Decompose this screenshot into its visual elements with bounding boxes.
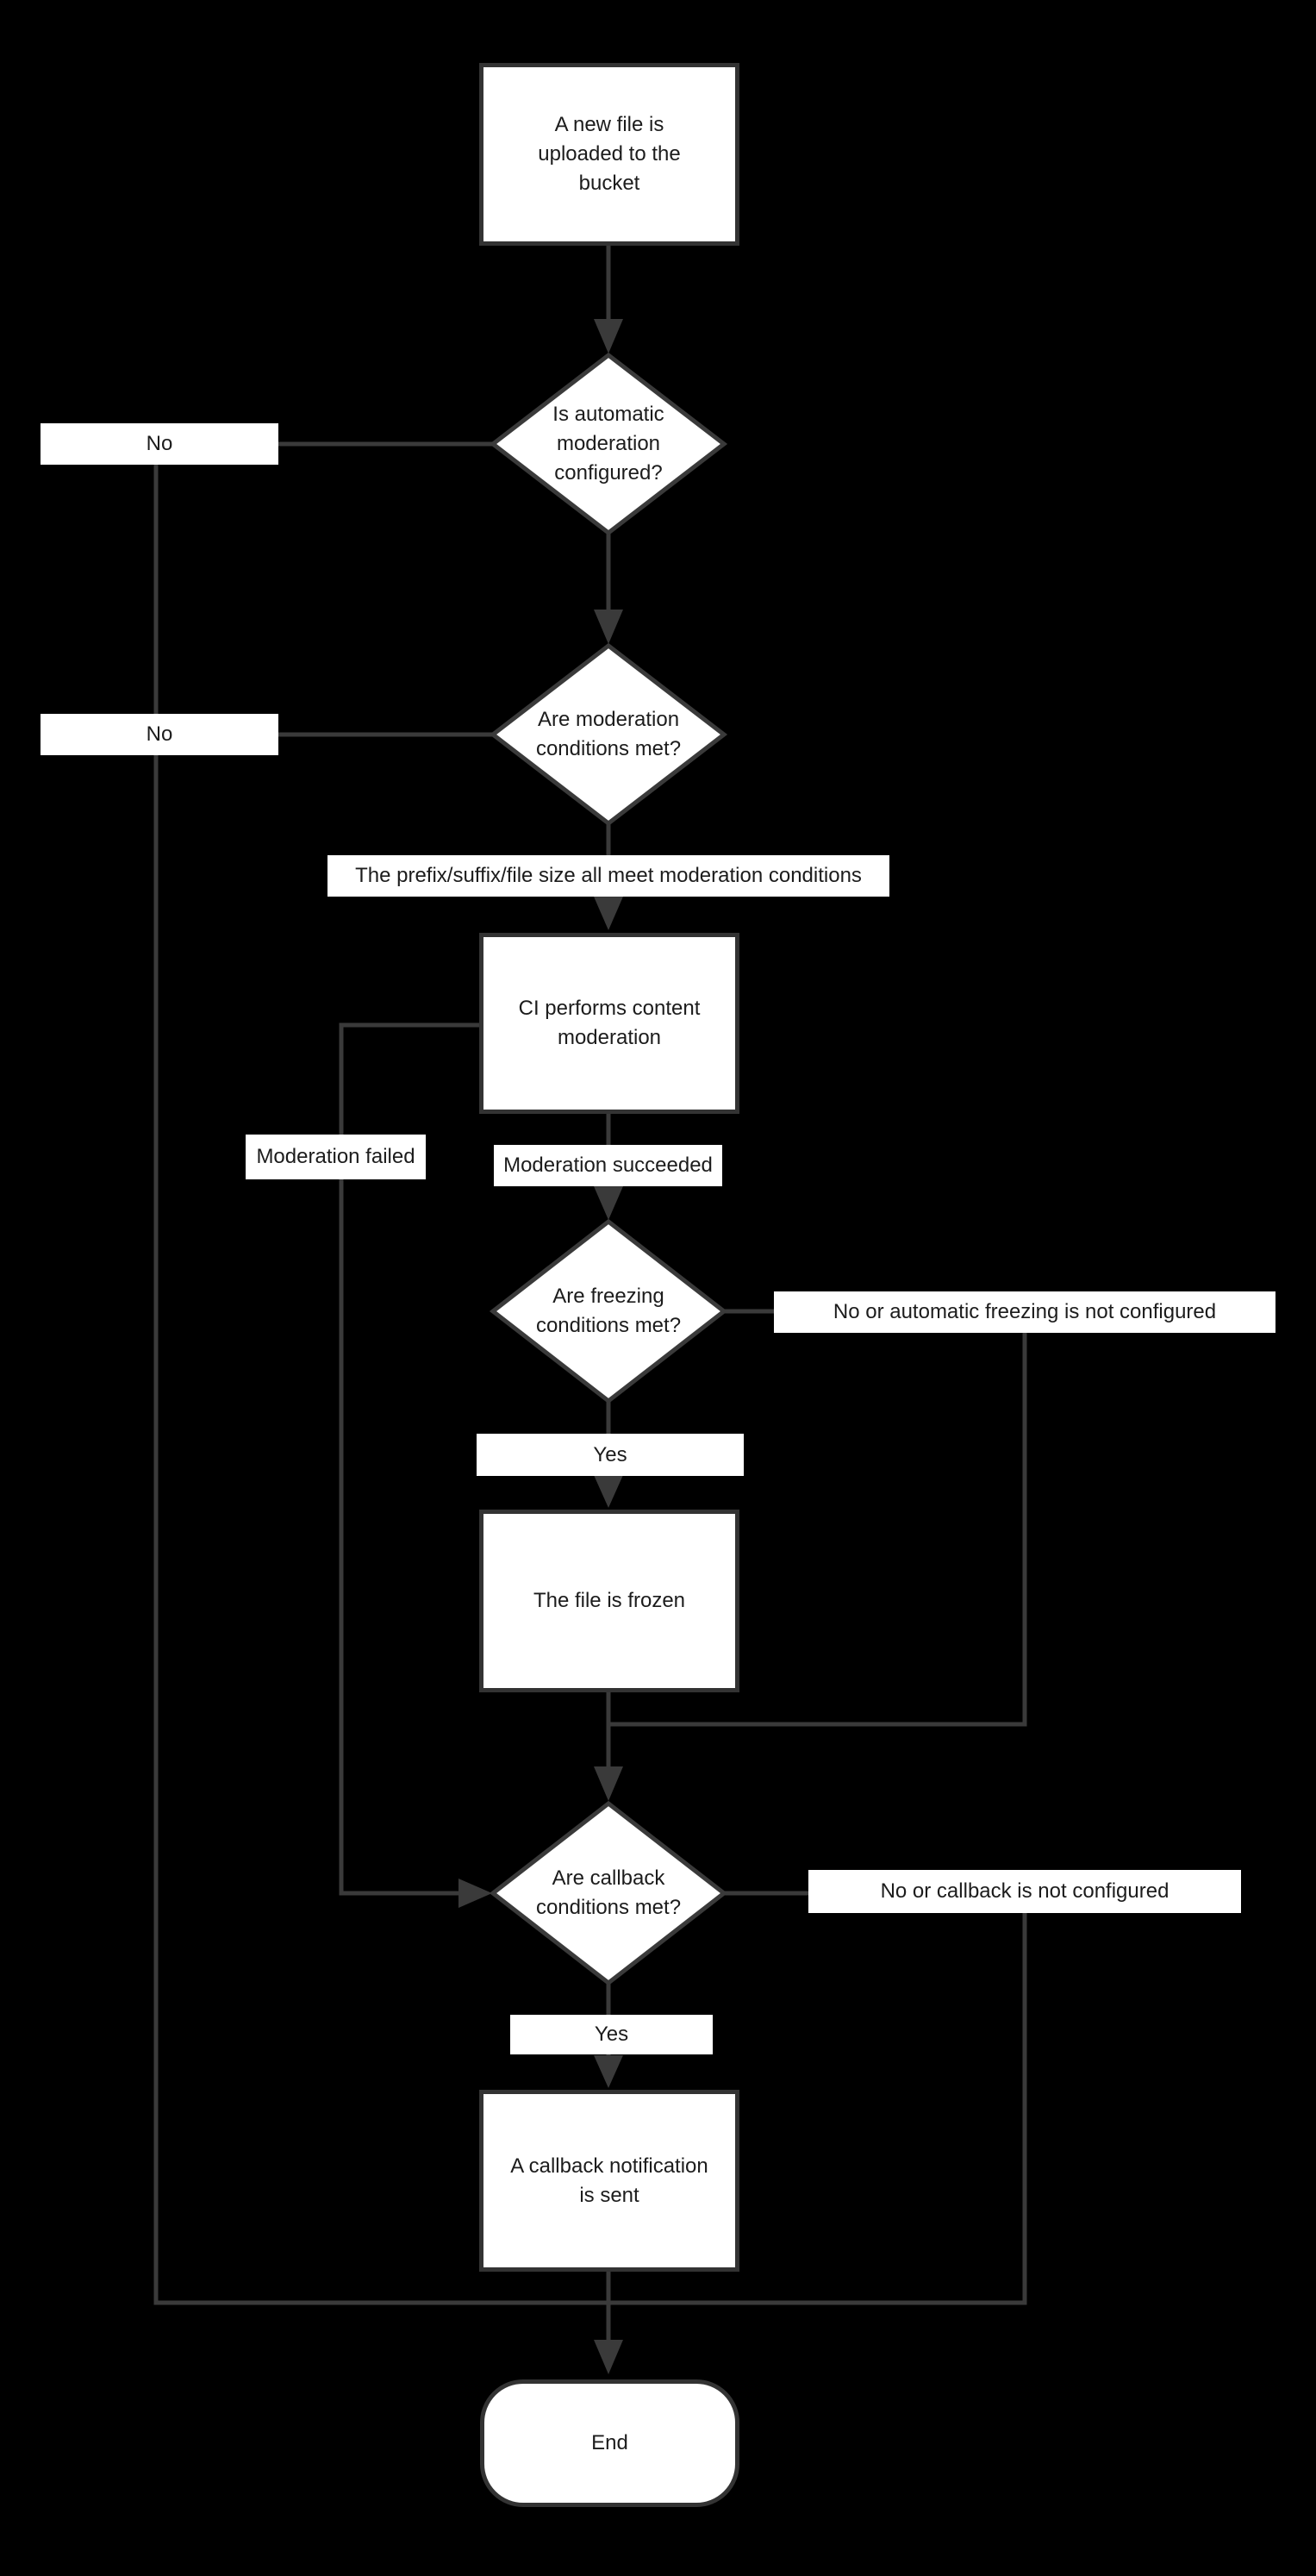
node-file-frozen: The file is frozen	[479, 1510, 739, 1692]
edge-label-moderation-failed: Moderation failed	[246, 1135, 426, 1179]
node-callback-sent-label: A callback notification is sent	[510, 2154, 708, 2207]
node-end: End	[480, 2379, 739, 2507]
edge-label-no-moderation-conditions: No	[41, 714, 278, 755]
edge-label-callback-yes: Yes	[510, 2015, 713, 2054]
arrowhead-into-auto-moderation	[594, 319, 623, 353]
node-start: A new file is uploaded to the bucket	[479, 63, 739, 246]
node-file-frozen-label: The file is frozen	[533, 1589, 686, 1612]
edge-label-moderation-succeeded: Moderation succeeded	[494, 1145, 722, 1186]
diamond-callback-conditions-shape	[489, 1800, 728, 1986]
arrowhead-into-end	[594, 2340, 623, 2374]
arrowhead-moderation-failed	[458, 1879, 492, 1908]
edge-label-freezing-no: No or automatic freezing is not configur…	[774, 1291, 1275, 1333]
edge-no-path-left	[153, 441, 608, 2305]
node-start-label: A new file is uploaded to the bucket	[538, 113, 681, 195]
node-callback-sent: A callback notification is sent	[479, 2090, 739, 2272]
arrowhead-into-ci	[594, 897, 623, 930]
node-end-label: End	[591, 2431, 628, 2454]
edge-label-no-auto-moderation: No	[41, 423, 278, 465]
edge-label-freezing-yes: Yes	[477, 1434, 744, 1476]
node-ci-moderation: CI performs content moderation	[479, 933, 739, 1114]
arrowhead-into-callback-box	[594, 2055, 623, 2088]
arrowhead-into-moderation-conditions	[594, 610, 623, 644]
diamond-moderation-conditions-shape	[489, 642, 728, 827]
arrowhead-into-freezing	[594, 1186, 623, 1220]
arrowhead-into-callback-diamond	[594, 1766, 623, 1801]
arrowhead-into-frozen	[594, 1475, 623, 1508]
diamond-freezing-conditions-shape	[489, 1218, 728, 1404]
diamond-auto-moderation-shape	[489, 352, 728, 536]
node-ci-moderation-label: CI performs content moderation	[518, 997, 701, 1049]
edge-moderation-failed	[339, 1022, 479, 1896]
edge-label-callback-no: No or callback is not configured	[808, 1870, 1241, 1913]
edge-label-prefix-conditions: The prefix/suffix/file size all meet mod…	[327, 855, 889, 897]
